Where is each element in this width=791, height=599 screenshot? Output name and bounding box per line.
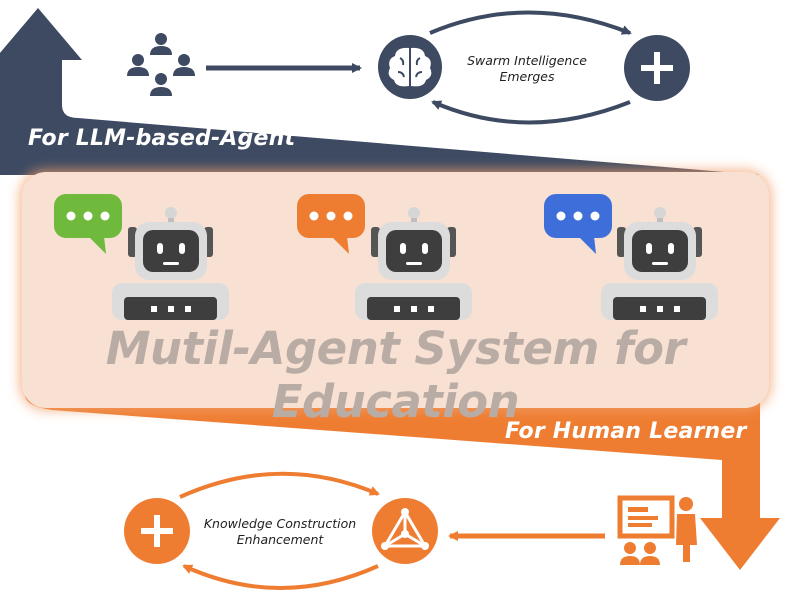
human-learner-label: For Human Learner <box>505 419 747 444</box>
agent-2 <box>297 194 472 320</box>
swarm-intelligence-text: Swarm Intelligence Emerges <box>452 53 602 85</box>
knowledge-text-line-2: Enhancement <box>236 532 324 547</box>
human-learner-band <box>25 395 780 570</box>
swarm-text-line-1: Swarm Intelligence <box>467 53 587 68</box>
speech-bubble-icon <box>54 194 122 254</box>
knowledge-cycle-arc-top <box>179 471 380 499</box>
swarm-cycle-arc-bottom <box>431 100 631 125</box>
plus-icon <box>624 35 690 101</box>
speech-bubble-icon <box>544 194 612 254</box>
swarm-cycle-arc-top <box>429 10 632 35</box>
llm-agent-band <box>0 8 760 175</box>
network-triangle-icon <box>372 498 438 564</box>
agent-3 <box>544 194 718 320</box>
robot-icon <box>601 207 718 320</box>
plus-icon <box>124 498 190 564</box>
knowledge-cycle-arc-bottom <box>182 564 379 590</box>
system-title: Mutil-Agent System for Education <box>105 322 686 428</box>
llm-agent-label: For LLM-based-Agent <box>28 126 296 151</box>
swarm-text-line-2: Emerges <box>499 69 555 84</box>
teacher-presentation-icon <box>617 495 697 565</box>
group-icon <box>127 33 195 96</box>
robot-icon <box>355 207 472 320</box>
speech-bubble-icon <box>297 194 365 254</box>
brain-icon <box>378 35 442 99</box>
agent-1 <box>54 194 229 320</box>
knowledge-text-line-1: Knowledge Construction <box>203 516 357 531</box>
knowledge-construction-text: Knowledge Construction Enhancement <box>195 516 365 548</box>
robot-icon <box>112 207 229 320</box>
